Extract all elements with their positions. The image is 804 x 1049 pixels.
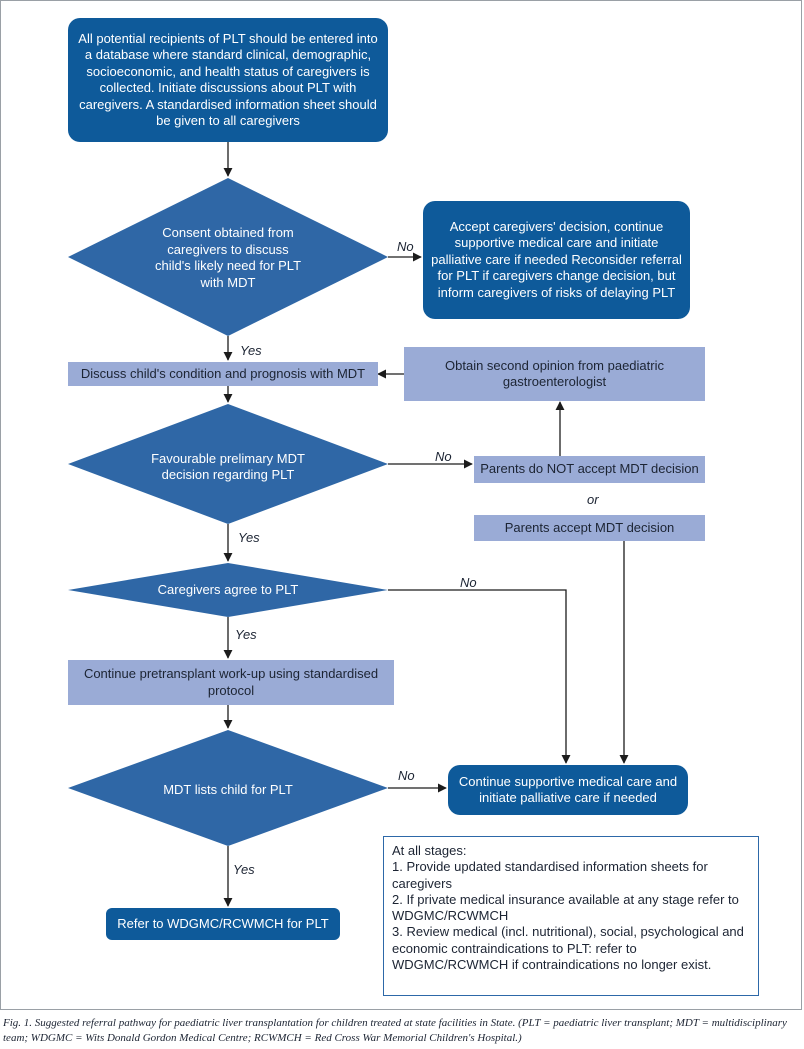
decision-diamond-mdt-decision <box>68 404 388 524</box>
node-supportive-care: Continue supportive medical care and ini… <box>448 765 688 815</box>
figure-caption: Fig. 1. Suggested referral pathway for p… <box>3 1017 787 1044</box>
decision-mdt-lists-label: MDT lists child for PLT <box>163 781 293 797</box>
node-refer: Refer to WDGMC/RCWMCH for PLT <box>106 908 340 940</box>
decision-mdt-decision-label: Favourable prelimary MDT decision regard… <box>151 450 305 483</box>
notes-item: 3. Review medical (incl. nutritional), s… <box>392 924 744 973</box>
notes-item: 1. Provide updated standardised informat… <box>392 859 708 891</box>
decision-consent-label: Consent obtained from caregivers to disc… <box>154 225 302 290</box>
flowchart-connectors <box>68 142 629 907</box>
notes-item: 2. If private medical insurance availabl… <box>392 891 739 924</box>
decision-diamond-mdt-lists <box>68 730 388 846</box>
label-no-mdt-decision: No <box>435 449 452 464</box>
node-continue-workup: Continue pretransplant work-up using sta… <box>68 660 394 705</box>
label-no-caregivers-agree: No <box>460 575 477 590</box>
label-no-consent: No <box>397 239 414 254</box>
label-yes-caregivers-agree: Yes <box>235 627 257 642</box>
node-discuss-with-mdt: Discuss child's condition and prognosis … <box>68 362 378 386</box>
figure-frame <box>0 0 802 1010</box>
notes-box: At all stages: 1. Provide updated standa… <box>383 836 759 996</box>
node-database-entry: All potential recipients of PLT should b… <box>68 18 388 142</box>
node-parents-accept: Parents accept MDT decision <box>474 515 705 541</box>
notes-heading: At all stages: <box>392 843 467 858</box>
decision-caregivers-agree-label: Caregivers agree to PLT <box>157 581 299 597</box>
node-parents-not-accept: Parents do NOT accept MDT decision <box>474 456 705 483</box>
node-accept-caregivers-decision: Accept caregivers' decision, continue su… <box>423 201 690 319</box>
arrow-d3-no <box>388 589 571 764</box>
label-yes-consent: Yes <box>240 343 262 358</box>
decision-diamond-consent <box>68 178 388 336</box>
label-yes-mdt-decision: Yes <box>238 530 260 545</box>
label-yes-mdt-lists: Yes <box>233 862 255 877</box>
decision-diamond-caregivers-agree <box>68 563 388 617</box>
label-or: or <box>587 492 599 507</box>
label-no-mdt-lists: No <box>398 768 415 783</box>
node-second-opinion: Obtain second opinion from paediatric ga… <box>404 347 705 401</box>
